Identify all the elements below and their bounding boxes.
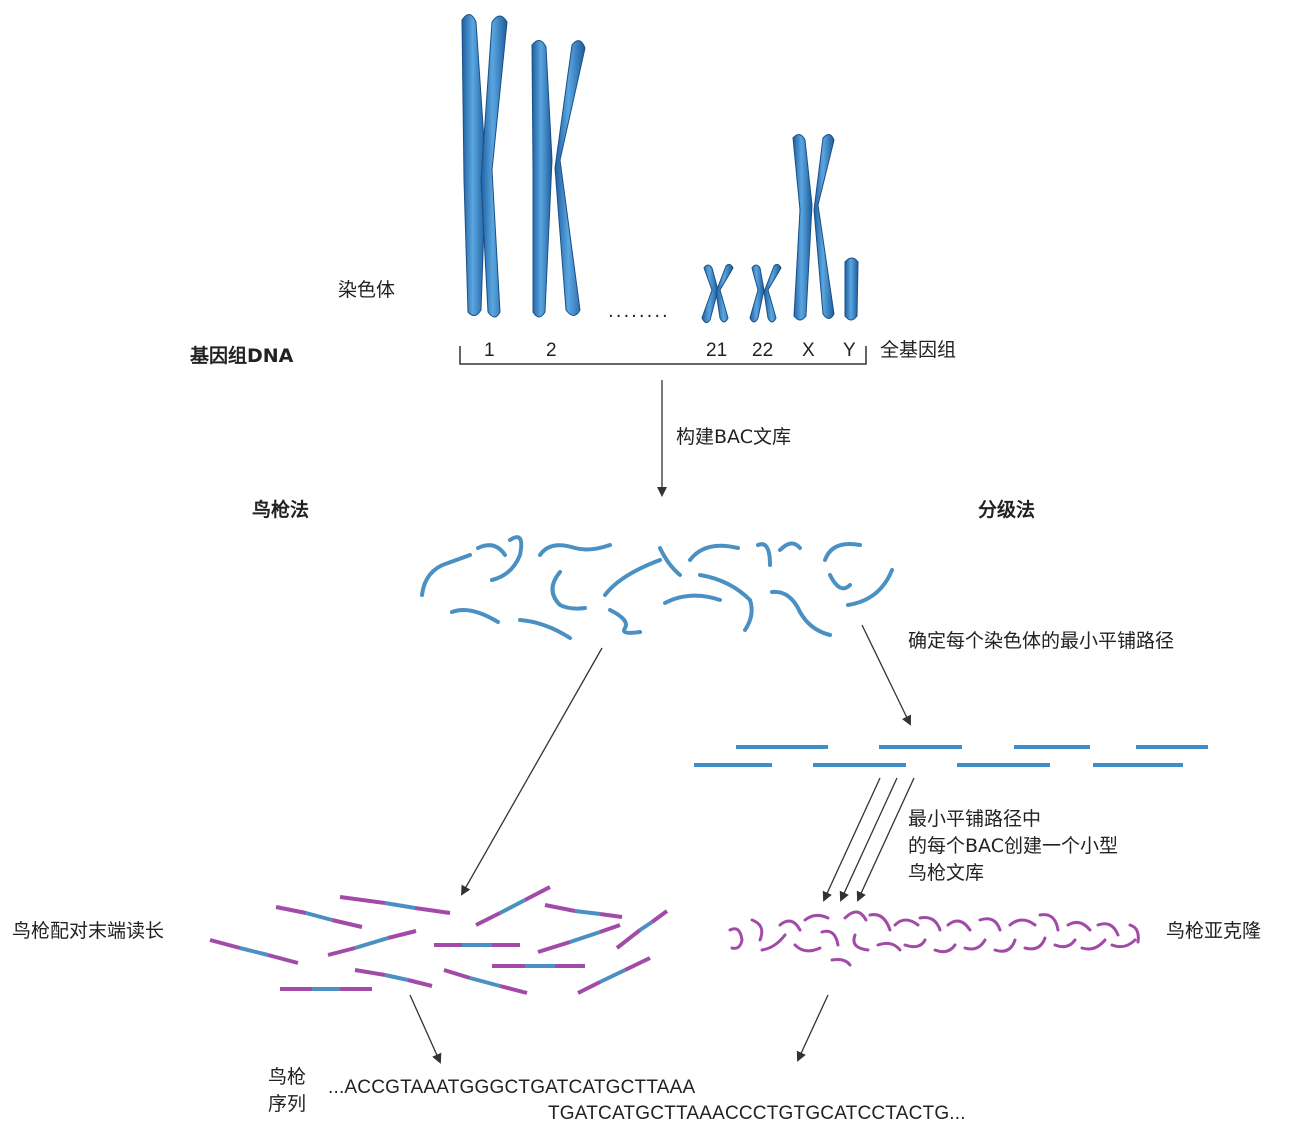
bac-library-line-3: 鸟枪文库 [908,862,985,884]
chromosome-1 [461,14,508,318]
shotgun-arrow [461,647,603,896]
sequence-line-2: TGATCATGCTTAAACCCTGTGCATCCTACTG... [548,1103,966,1124]
dots: ········ [608,306,670,327]
bac-library-line-1: 最小平铺路径中 [908,808,1042,830]
chromosome-number-1: 1 [484,340,495,361]
bac-fragments [420,535,894,640]
chromosome-y [844,257,859,321]
chromosome-21 [701,263,734,324]
chromosome-number-2: 2 [546,340,557,361]
chromosome-number-x: X [802,340,815,361]
shotgun-subclones-label: 鸟枪亚克隆 [1166,920,1262,942]
chromosome-22 [749,263,782,323]
sequence-line-1: ...ACCGTAAATGGGCTGATCATGCTTAAA [328,1077,696,1098]
seq-arrow-right [796,994,829,1062]
library-arrows [822,777,915,902]
paired-end-reads [209,885,669,995]
build-bac-label: 构建BAC文库 [676,426,791,448]
paired-end-reads-label: 鸟枪配对末端读长 [12,920,165,942]
tiling-path [694,745,1208,767]
whole-genome-label: 全基因组 [880,339,957,361]
bac-library-line-2: 的每个BAC创建一个小型 [908,835,1118,857]
seq-arrow-left [409,994,442,1064]
chromosome-number-y: Y [843,340,856,361]
chromosome-number-22: 22 [752,340,774,361]
shotgun-sequence-label: 鸟枪 序列 [268,1064,306,1118]
tiling-arrow [861,624,912,726]
bac-library-label: 最小平铺路径中 的每个BAC创建一个小型 鸟枪文库 [908,806,1118,887]
chromosome-x [792,134,835,321]
min-tiling-label: 确定每个染色体的最小平铺路径 [908,630,1175,652]
hierarchical-method-label: 分级法 [978,499,1036,521]
shotgun-sequence-line-1: 鸟枪 [268,1066,307,1088]
genomic-dna-label: 基因组DNA [190,345,294,367]
genome-bracket [459,346,867,365]
shotgun-subclones [728,910,1140,967]
chromosome-2 [531,40,586,318]
shotgun-method-label: 鸟枪法 [252,499,310,521]
chromosome-label: 染色体 [338,279,396,301]
chromosome-number-21: 21 [706,340,728,361]
shotgun-sequence-line-2: 序列 [268,1093,307,1115]
